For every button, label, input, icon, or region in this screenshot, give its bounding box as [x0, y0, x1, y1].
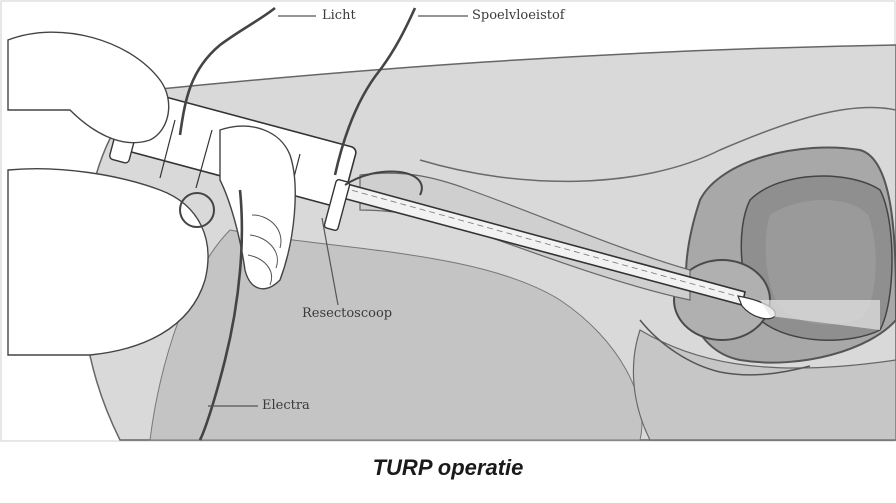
figure-caption: TURP operatie: [0, 455, 896, 481]
label-spoelvloeistof: Spoelvloeistof: [472, 8, 565, 23]
label-electra: Electra: [262, 398, 310, 413]
label-resectoscoop: Resectoscoop: [302, 306, 392, 321]
label-licht: Licht: [322, 8, 356, 23]
turp-illustration: [0, 0, 896, 445]
